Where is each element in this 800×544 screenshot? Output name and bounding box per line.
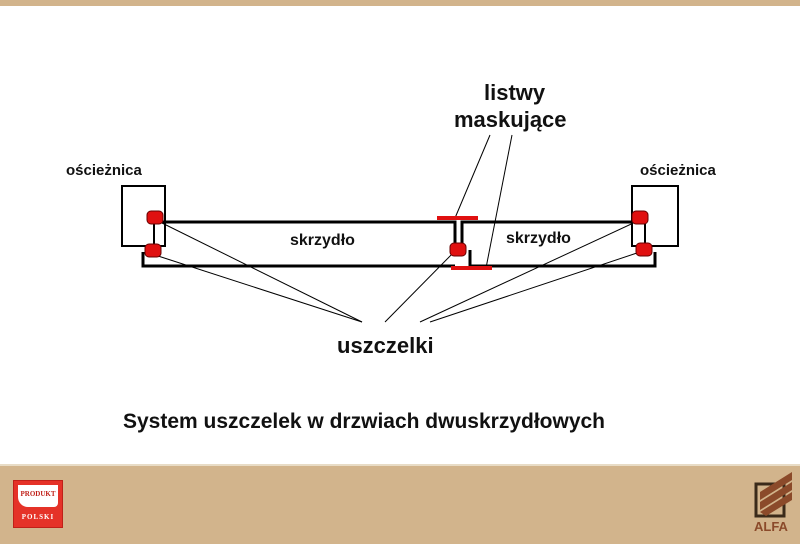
left-wing-bottom bbox=[141, 252, 455, 268]
masking-strips bbox=[437, 216, 492, 270]
seal-icon bbox=[144, 243, 162, 258]
door-seal-diagram bbox=[121, 134, 679, 323]
masking-strips-label-1: listwy bbox=[484, 80, 546, 105]
seal-icon bbox=[635, 242, 653, 257]
masking-strips-label-2: maskujące bbox=[454, 107, 567, 132]
diagram-caption: System uszczelek w drzwiach dwuskrzydłow… bbox=[123, 410, 606, 433]
pointer-lines bbox=[154, 134, 647, 323]
seal-icon bbox=[449, 242, 467, 257]
seals bbox=[144, 210, 653, 258]
door-structure bbox=[121, 185, 679, 268]
right-wing-top bbox=[460, 220, 642, 250]
masking-strip-bottom bbox=[451, 266, 492, 270]
seals-label: uszczelki bbox=[337, 333, 434, 358]
masking-strip-top bbox=[437, 216, 478, 220]
left-frame bbox=[121, 185, 166, 247]
seal-icon bbox=[631, 210, 649, 225]
wing-right-label: skrzydło bbox=[506, 230, 571, 247]
wing-left-label: skrzydło bbox=[290, 232, 355, 249]
footer-band bbox=[0, 464, 800, 544]
frame-right-label: ościeżnica bbox=[640, 162, 716, 179]
top-band bbox=[0, 0, 800, 6]
alfa-logo: ALFA bbox=[752, 470, 796, 534]
alfa-logo-text: ALFA bbox=[754, 519, 788, 534]
badge-top-text: PRODUKT bbox=[20, 490, 56, 498]
seal-icon bbox=[146, 210, 164, 225]
badge-bottom-text: POLSKI bbox=[21, 513, 55, 521]
right-wing-bottom bbox=[468, 250, 657, 268]
frame-left-label: ościeżnica bbox=[66, 162, 142, 179]
left-wing-top bbox=[160, 220, 457, 250]
alfa-logo-icon bbox=[754, 472, 792, 518]
produkt-polski-badge: PRODUKT POLSKI bbox=[13, 480, 63, 528]
